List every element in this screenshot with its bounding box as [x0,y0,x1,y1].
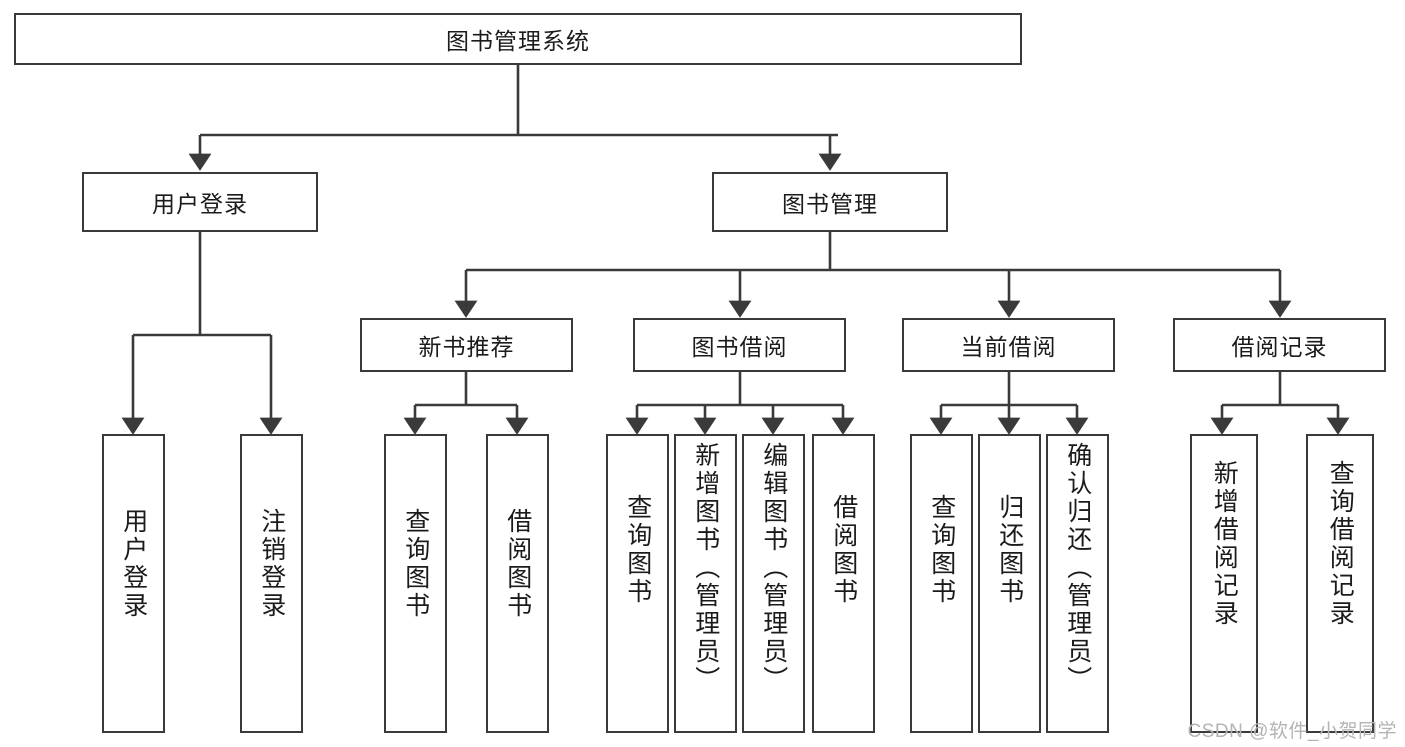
leaf-record-query-record[interactable]: 查询借阅记录 [1306,434,1374,733]
leaf-user-login-signin[interactable]: 用户登录 [102,434,165,733]
leaf-label: 新增借阅记录 [1210,460,1239,628]
node-label: 图书管理 [782,191,878,217]
node-book-borrow[interactable]: 图书借阅 [633,318,846,372]
leaf-borrow-query-book[interactable]: 查询图书 [606,434,669,733]
node-borrow-record[interactable]: 借阅记录 [1173,318,1386,372]
leaf-borrow-borrow-book[interactable]: 借阅图书 [812,434,875,733]
leaf-label: 编辑图书（管理员） [759,442,788,694]
node-label: 当前借阅 [960,334,1057,360]
leaf-recommend-query-book[interactable]: 查询图书 [384,434,447,733]
leaf-record-add-record[interactable]: 新增借阅记录 [1190,434,1258,733]
leaf-label: 借阅图书 [503,508,532,620]
csdn-watermark: CSDN @软件_小贺同学 [1187,721,1397,742]
leaf-user-login-signout[interactable]: 注销登录 [240,434,303,733]
leaf-label: 查询借阅记录 [1326,460,1355,628]
leaf-label: 查询图书 [927,494,956,606]
leaf-label: 借阅图书 [829,494,858,606]
leaf-current-return-book[interactable]: 归还图书 [978,434,1041,733]
leaf-recommend-borrow-book[interactable]: 借阅图书 [486,434,549,733]
node-label: 用户登录 [152,191,248,217]
node-label: 新书推荐 [418,334,515,360]
node-root-system[interactable]: 图书管理系统 [14,13,1022,65]
leaf-label: 新增图书（管理员） [691,442,720,694]
node-user-login[interactable]: 用户登录 [82,172,318,232]
leaf-label: 注销登录 [257,508,286,620]
leaf-label: 归还图书 [995,494,1024,606]
leaf-label: 查询图书 [623,494,652,606]
node-book-management[interactable]: 图书管理 [712,172,948,232]
leaf-label: 用户登录 [119,508,148,620]
node-label: 借阅记录 [1231,334,1328,360]
leaf-borrow-edit-book-admin[interactable]: 编辑图书（管理员） [742,434,805,733]
node-label: 图书借阅 [691,334,788,360]
node-new-book-recommend[interactable]: 新书推荐 [360,318,573,372]
leaf-label: 确认归还（管理员） [1063,442,1092,694]
leaf-current-confirm-return-admin[interactable]: 确认归还（管理员） [1046,434,1109,733]
leaf-current-query-book[interactable]: 查询图书 [910,434,973,733]
node-label: 图书管理系统 [446,28,590,54]
leaf-label: 查询图书 [401,508,430,620]
leaf-borrow-add-book-admin[interactable]: 新增图书（管理员） [674,434,737,733]
node-current-borrow[interactable]: 当前借阅 [902,318,1115,372]
